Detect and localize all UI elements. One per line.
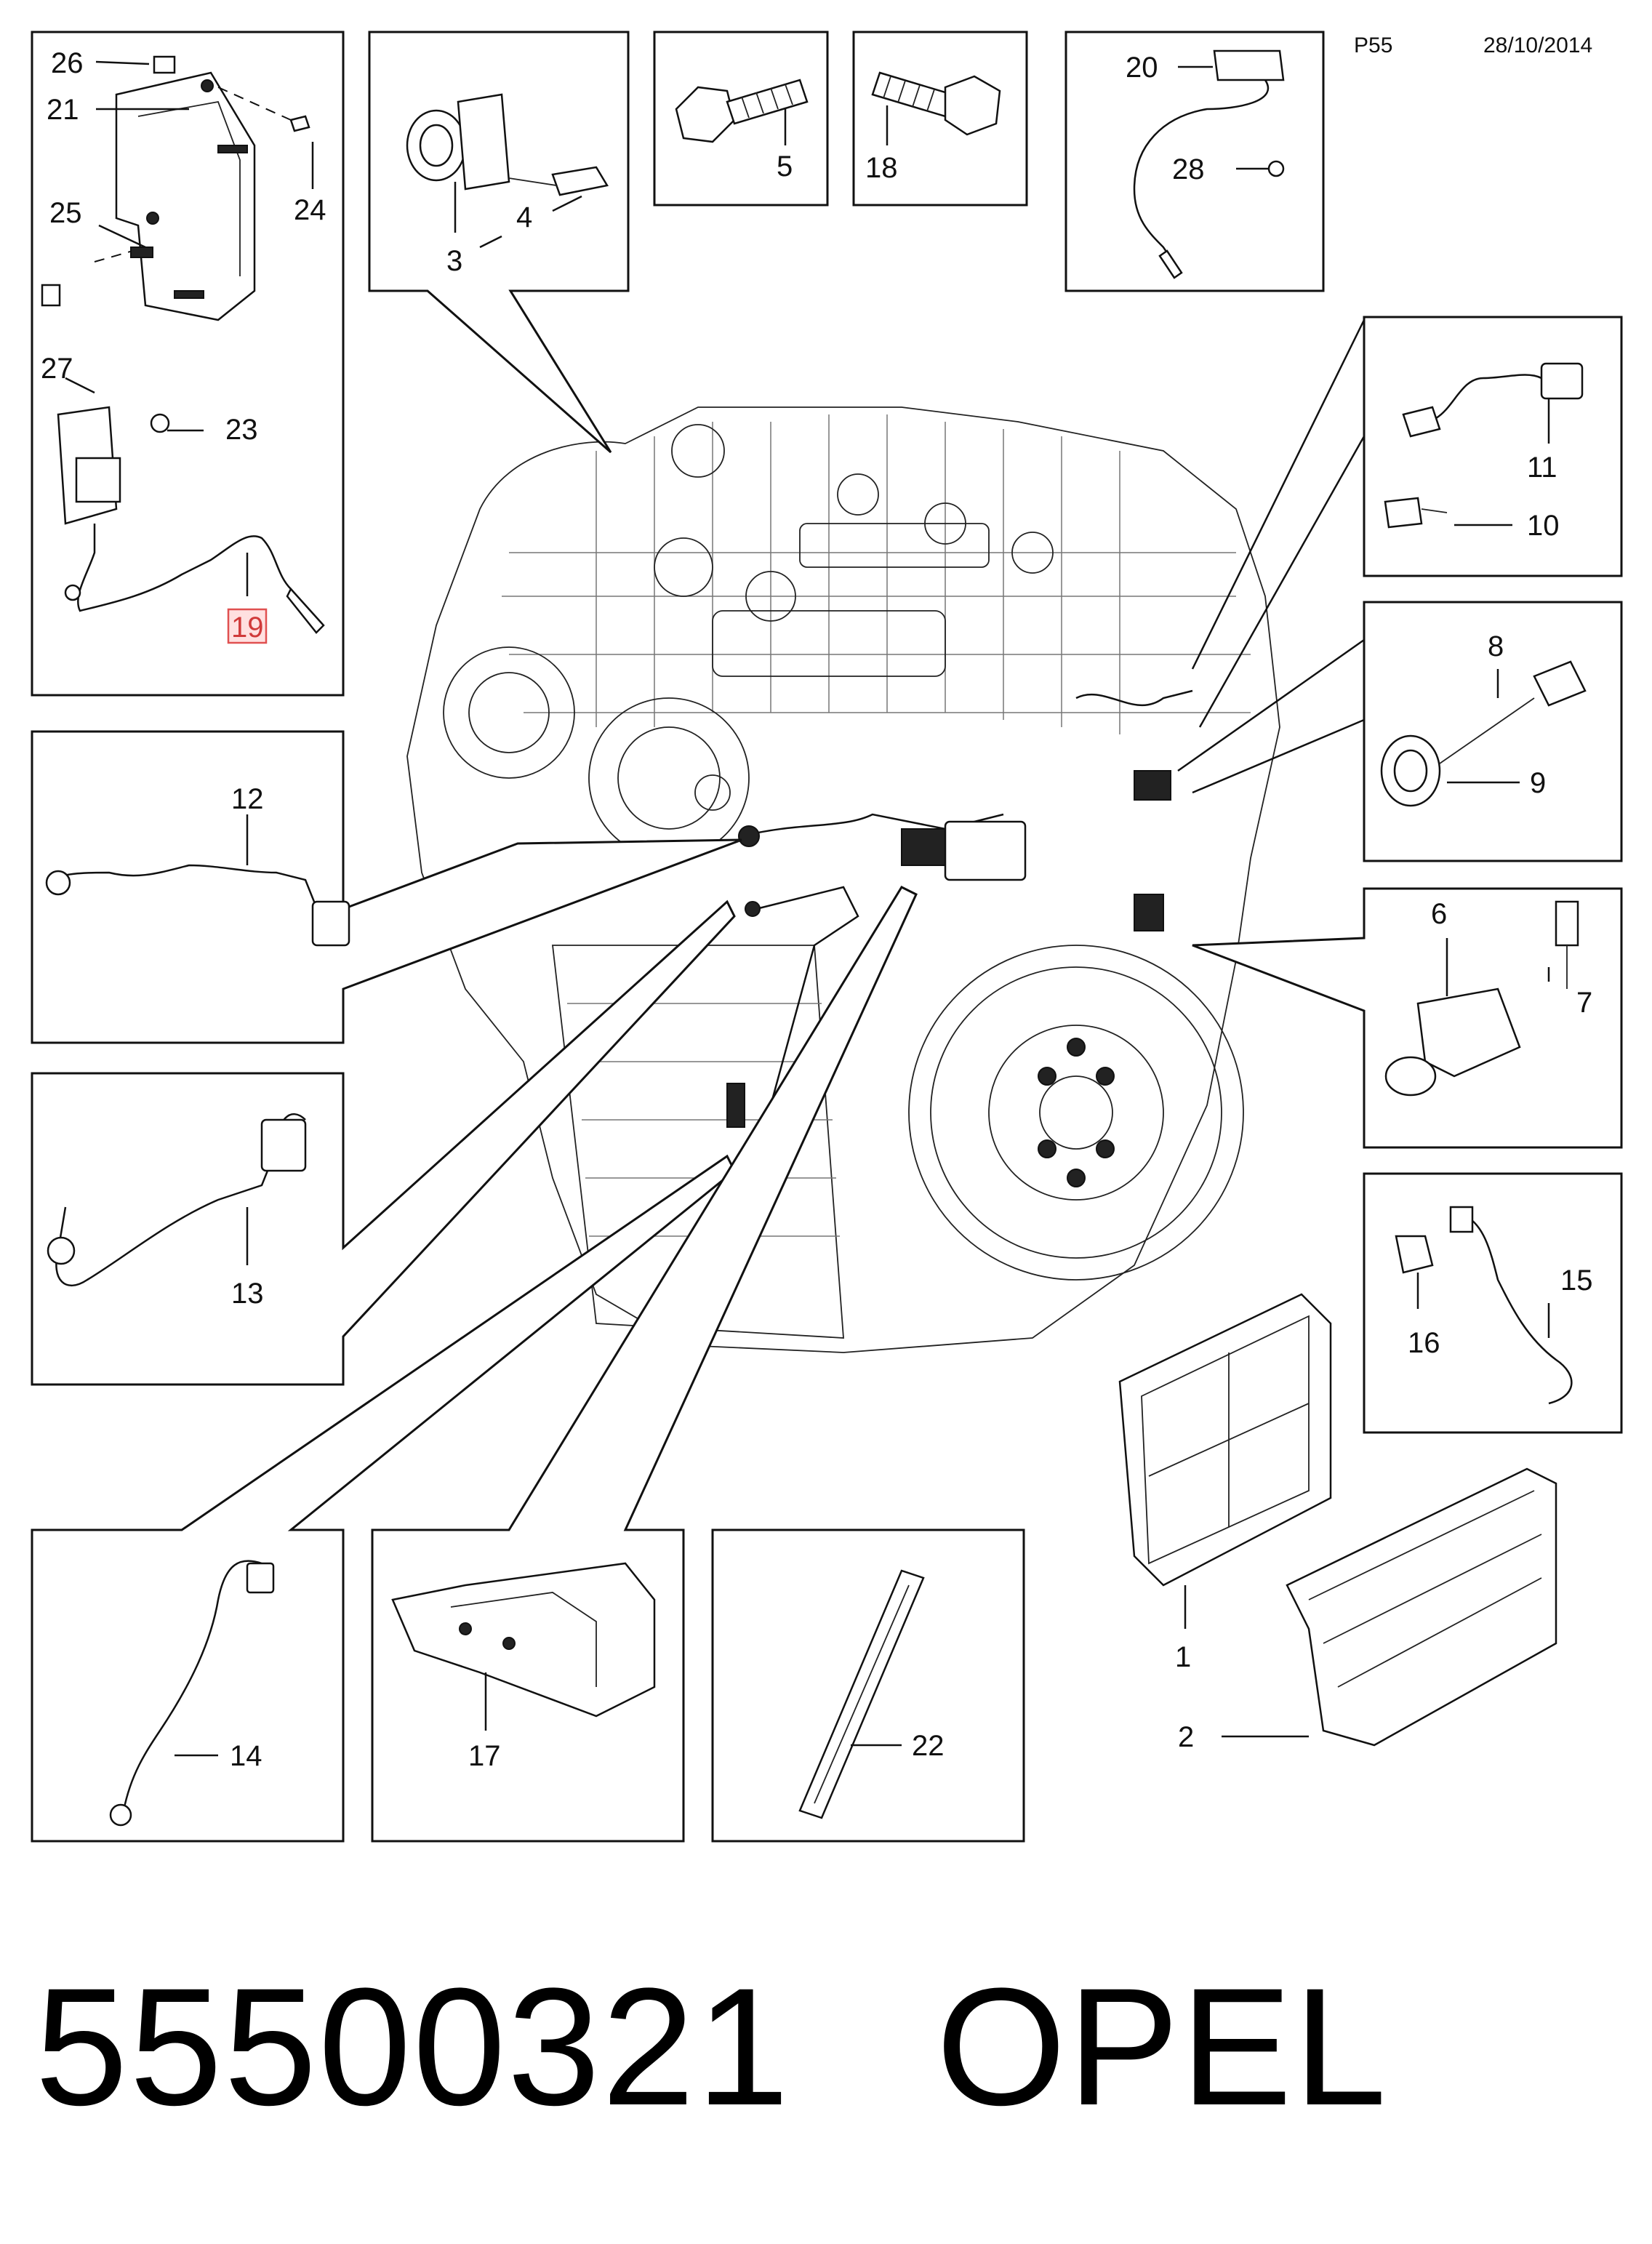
callout-27: 27 [41,353,73,385]
group-box-parts-20-28: 20 28 [1064,31,1325,292]
group-box-nox-sensor: 26 21 25 24 27 23 19 [31,31,345,697]
callout-10: 10 [1527,510,1560,542]
callout-8: 8 [1488,630,1504,662]
group-box-parts-6-7: 6 7 [1192,887,1623,1149]
part-number: 55500321 [35,1953,791,2140]
group-box-part-18: 18 [852,31,1028,207]
callout-18: 18 [865,152,898,184]
callout-1: 1 [1175,1641,1191,1673]
callout-9: 9 [1530,767,1546,799]
callout-4: 4 [516,201,532,233]
callout-12: 12 [231,783,264,815]
callout-11: 11 [1527,452,1557,484]
callout-2: 2 [1178,1721,1194,1753]
group-box-parts-15-16: 16 15 [1363,1172,1623,1434]
engine-assembly-illustration [406,406,1280,1353]
callout-6: 6 [1431,898,1447,930]
brand-name: OPEL [936,1953,1388,2140]
callout-16: 16 [1408,1327,1440,1359]
callout-24: 24 [294,194,326,226]
callout-21: 21 [47,94,79,126]
group-box-part-17: 17 [371,886,918,1843]
callout-23: 23 [225,414,258,446]
page-code: P55 [1354,33,1392,57]
group-box-parts-3-4: 3 4 [368,31,630,454]
group-box-part-13: 13 [31,899,736,1386]
group-box-part-12: 12 [31,730,742,1044]
callout-19: 19 [231,612,264,644]
callout-13: 13 [231,1278,264,1310]
group-box-parts-10-11: 11 10 [1191,316,1623,728]
parts-diagram: P55 28/10/2014 [31,31,1623,1843]
group-box-part-14: 14 [31,1154,736,1843]
diagram-date: 28/10/2014 [1483,33,1592,57]
group-box-part-22: 22 [711,1528,1025,1843]
callout-7: 7 [1576,987,1592,1019]
callout-5: 5 [777,151,793,183]
callout-17: 17 [468,1740,501,1772]
callout-26: 26 [51,47,84,79]
callout-20: 20 [1126,52,1158,84]
control-unit-group: 1 2 [1118,1293,1557,1753]
callout-25: 25 [49,197,82,229]
callout-19-highlight [227,608,268,644]
group-box-part-5: 5 [653,31,829,207]
callout-3: 3 [446,245,462,277]
callout-15: 15 [1560,1265,1593,1297]
callout-14: 14 [230,1740,262,1772]
group-box-parts-8-9: 8 9 [1177,601,1623,862]
callout-28: 28 [1172,153,1205,185]
callout-22: 22 [912,1730,945,1762]
